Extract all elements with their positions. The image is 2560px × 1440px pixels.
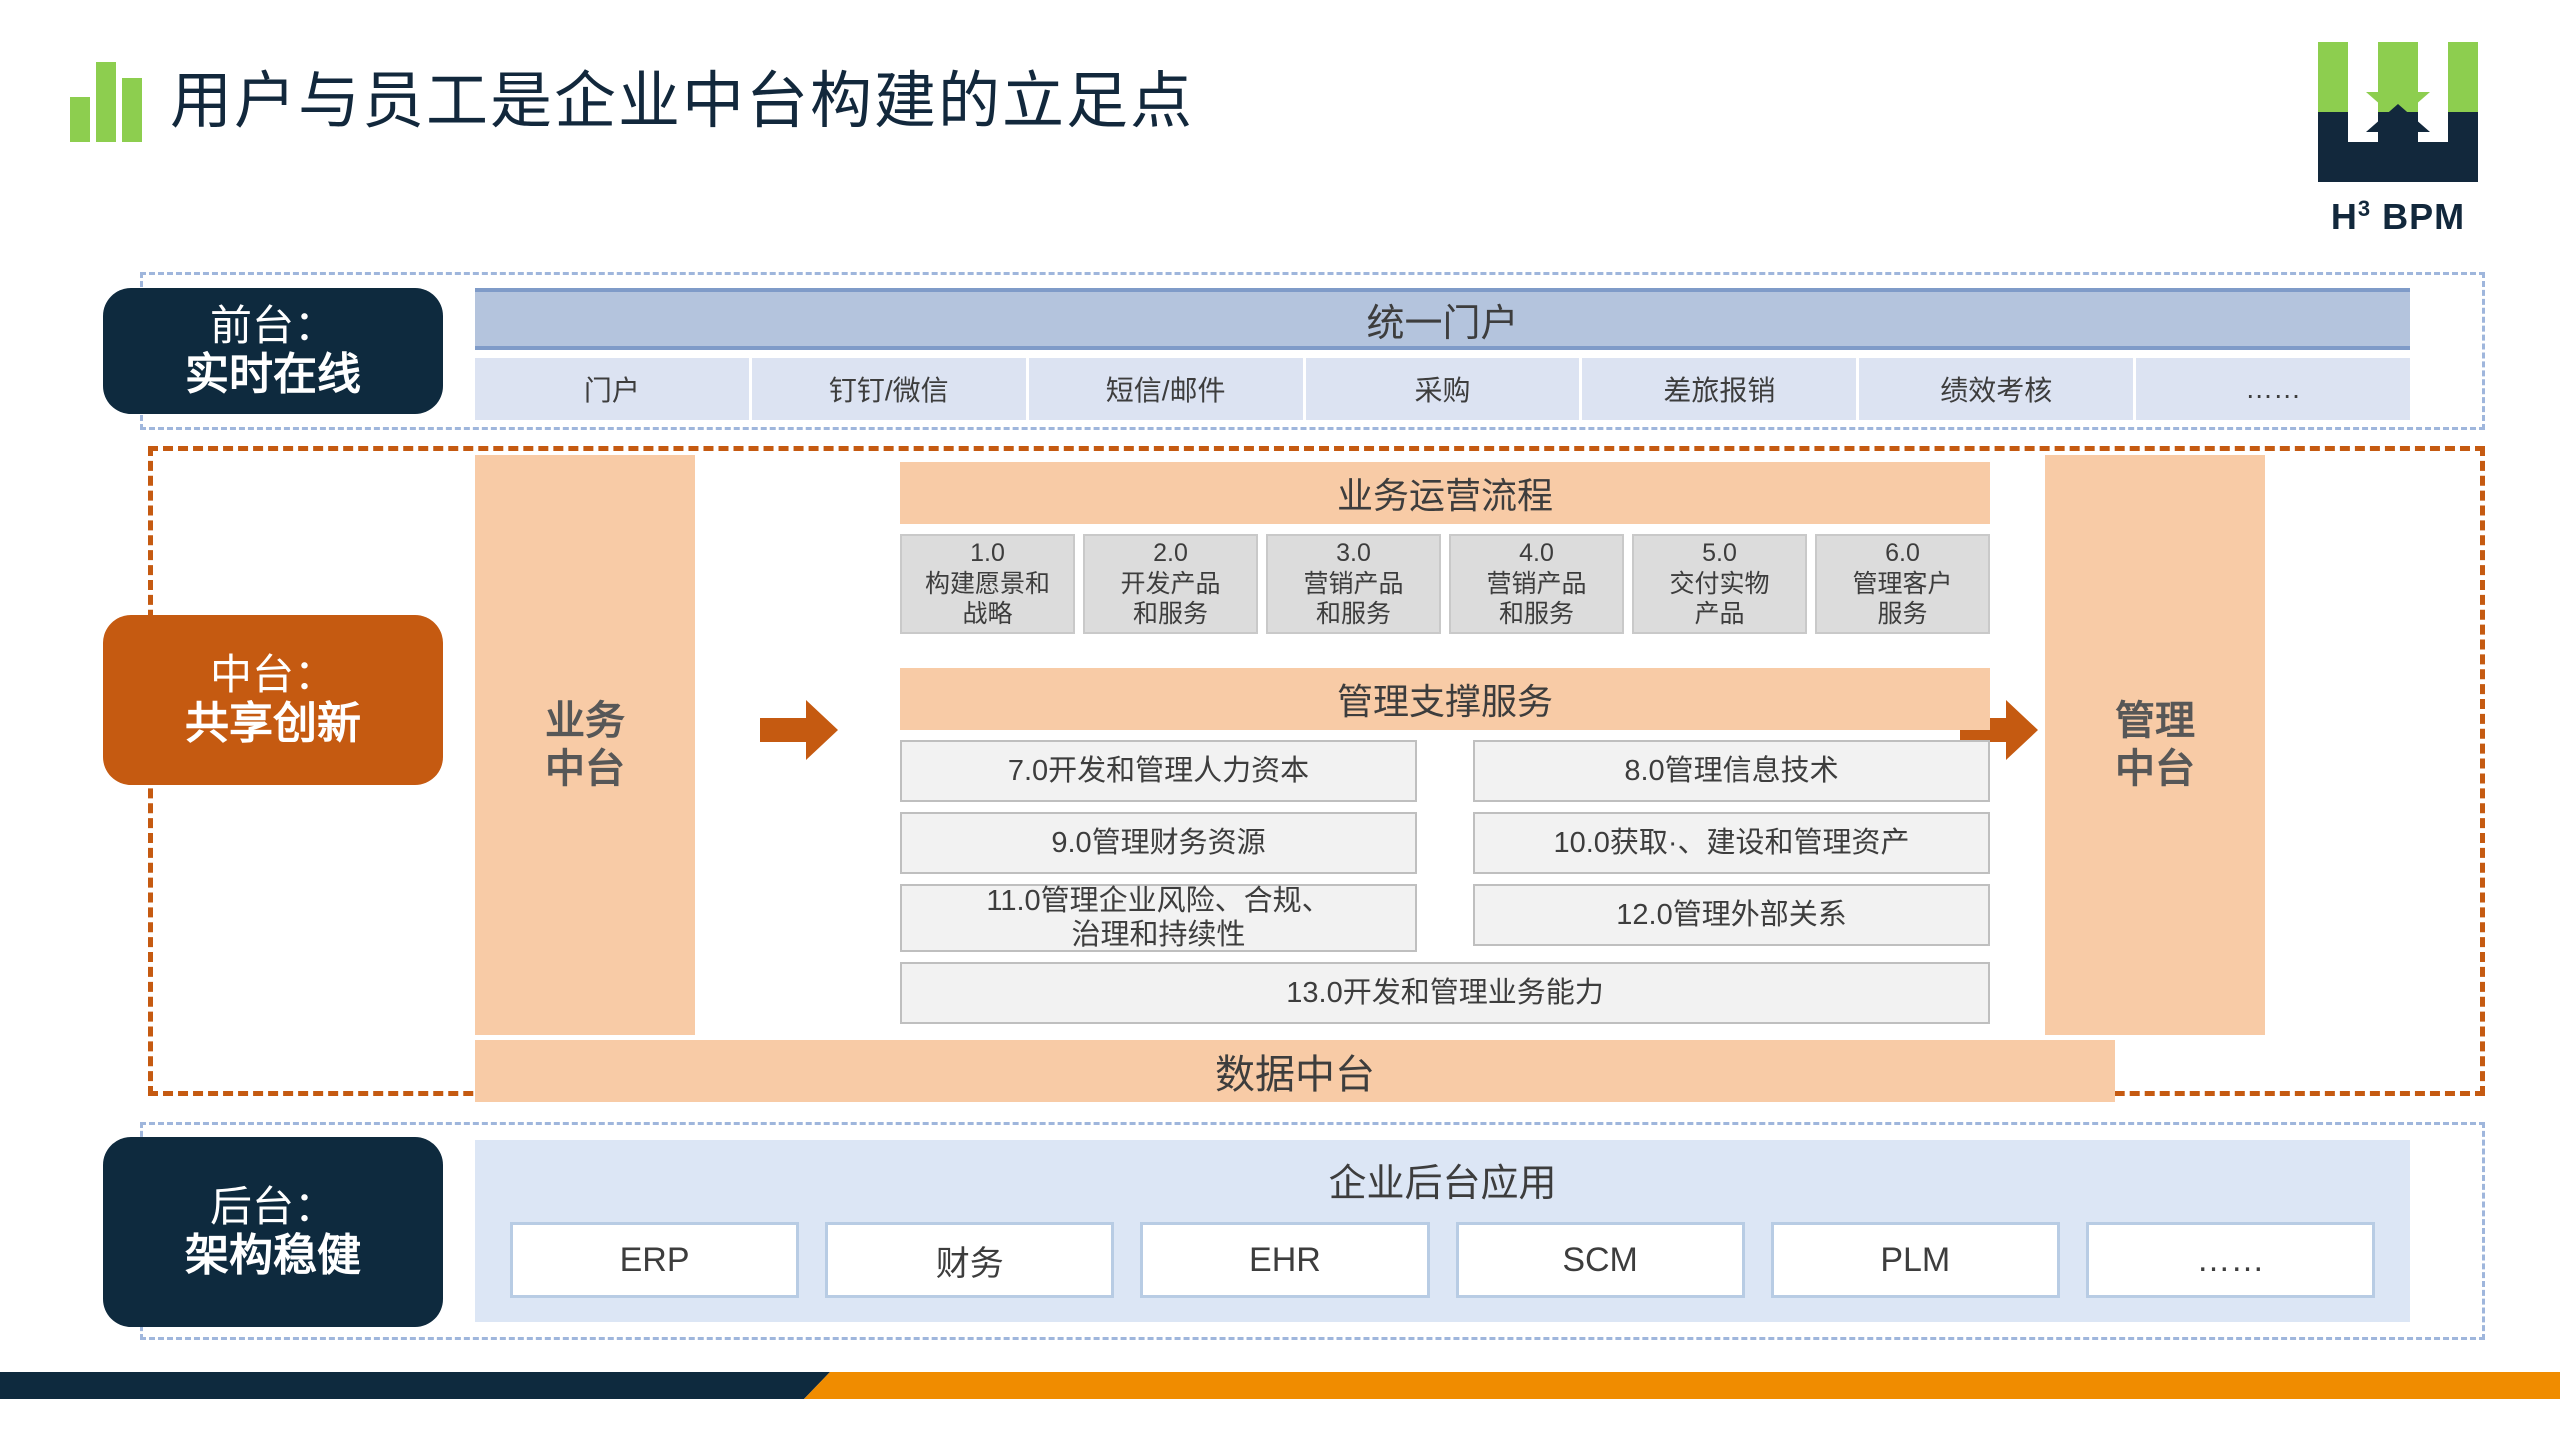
back-stage-badge-line2: 架构稳健	[185, 1230, 361, 1280]
management-support-cell[interactable]: 12.0管理外部关系	[1473, 884, 1990, 946]
front-stage-badge-line1: 前台：	[209, 301, 336, 349]
management-support-header: 管理支撑服务	[900, 668, 1990, 730]
back-stage-app[interactable]: ERP	[510, 1222, 800, 1298]
operation-process-line: 1.0	[970, 539, 1005, 568]
operation-process-line: 和服务	[1315, 600, 1391, 629]
portal-item[interactable]: 门户	[475, 358, 752, 420]
business-operations-header: 业务运营流程	[900, 462, 1990, 524]
back-stage-app[interactable]: 财务	[825, 1222, 1115, 1298]
portal-item[interactable]: 短信/邮件	[1028, 358, 1306, 420]
operation-process-line: 4.0	[1519, 539, 1554, 568]
business-pillar-line2: 中台	[545, 747, 625, 791]
middle-stage-badge-line1: 中台：	[209, 650, 336, 698]
operation-process-line: 和服务	[1132, 600, 1208, 629]
operation-process-line: 开发产品	[1120, 569, 1221, 598]
front-stage-badge-line2: 实时在线	[185, 349, 361, 399]
operation-process-line: 营销产品	[1486, 569, 1587, 598]
management-support-cell[interactable]: 7.0开发和管理人力资本	[900, 740, 1417, 802]
management-midplatform-pillar: 管理 中台	[2045, 455, 2265, 1035]
brand-logo: H3 BPM	[2312, 42, 2484, 238]
portal-item[interactable]: 绩效考核	[1859, 358, 2137, 420]
back-stage-badge: 后台： 架构稳健	[103, 1137, 443, 1327]
operation-process-line: 营销产品	[1303, 569, 1404, 598]
operation-process-line: 管理客户	[1852, 569, 1953, 598]
middle-stage-badge: 中台： 共享创新	[103, 615, 443, 785]
arrow-right-icon-left	[760, 700, 838, 760]
business-midplatform-pillar: 业务 中台	[475, 455, 695, 1035]
back-stage-app[interactable]: SCM	[1455, 1222, 1745, 1298]
operation-process-line: 和服务	[1498, 600, 1574, 629]
logo-h: H	[2330, 196, 2358, 237]
arrow-right-icon-right	[1960, 700, 2038, 760]
footer-navy-band	[0, 1372, 830, 1399]
operation-process-line: 服务	[1877, 600, 1928, 629]
management-pillar-line1: 管理	[2115, 699, 2195, 743]
management-support-cell[interactable]: 13.0开发和管理业务能力	[900, 962, 1990, 1024]
logo-superscript: 3	[2357, 196, 2372, 221]
data-midplatform-bar: 数据中台	[475, 1040, 2115, 1102]
back-stage-badge-line1: 后台：	[209, 1182, 336, 1230]
back-stage-app[interactable]: PLM	[1770, 1222, 2060, 1298]
operation-process-line: 6.0	[1885, 539, 1920, 568]
management-support-cell[interactable]: 11.0管理企业风险、合规、治理和持续性	[900, 884, 1417, 952]
operation-process-line: 产品	[1694, 600, 1745, 629]
operation-process-line: 2.0	[1153, 539, 1188, 568]
page-title: 用户与员工是企业中台构建的立足点	[70, 62, 1194, 142]
operation-process-line: 战略	[962, 600, 1013, 629]
operation-process-line: 5.0	[1702, 539, 1737, 568]
unified-portal-header: 统一门户	[475, 288, 2410, 350]
operation-process-line: 构建愿景和	[924, 569, 1050, 598]
management-support-cells: 7.0开发和管理人力资本 8.0管理信息技术 9.0管理财务资源 10.0获取·、建设…	[900, 740, 1990, 1024]
middle-stage-badge-line2: 共享创新	[185, 698, 361, 748]
management-support-cell[interactable]: 9.0管理财务资源	[900, 812, 1417, 874]
operation-process-line: 3.0	[1336, 539, 1371, 568]
business-pillar-line1: 业务	[545, 699, 625, 743]
portal-item[interactable]: 采购	[1305, 358, 1583, 420]
footer-orange-band	[804, 1372, 2560, 1399]
back-stage-app-cells: ERP 财务 EHR SCM PLM ……	[510, 1222, 2376, 1298]
operation-process-line: 交付实物	[1669, 569, 1770, 598]
portal-item[interactable]: 钉钉/微信	[751, 358, 1029, 420]
management-support-cell[interactable]: 10.0获取·、建设和管理资产	[1473, 812, 1990, 874]
front-stage-badge: 前台： 实时在线	[103, 288, 443, 414]
portal-item[interactable]: ……	[2136, 358, 2411, 420]
logo-bpm: BPM	[2382, 196, 2466, 237]
h3bpm-logo-svg	[2318, 42, 2478, 182]
management-support-cell[interactable]: 8.0管理信息技术	[1473, 740, 1990, 802]
bar-chart-icon	[70, 62, 148, 142]
logo-mark-icon	[2318, 42, 2478, 182]
unified-portal-cells: 门户钉钉/微信短信/邮件采购差旅报销绩效考核……	[475, 358, 2411, 420]
page-title-text: 用户与员工是企业中台构建的立足点	[170, 67, 1195, 136]
back-stage-app[interactable]: EHR	[1140, 1222, 1430, 1298]
back-stage-panel-title: 企业后台应用	[1328, 1162, 1557, 1205]
portal-item[interactable]: 差旅报销	[1582, 358, 1860, 420]
back-stage-app[interactable]: ……	[2085, 1222, 2376, 1298]
logo-wordmark: H3 BPM	[2312, 196, 2484, 238]
management-pillar-line2: 中台	[2115, 747, 2195, 791]
